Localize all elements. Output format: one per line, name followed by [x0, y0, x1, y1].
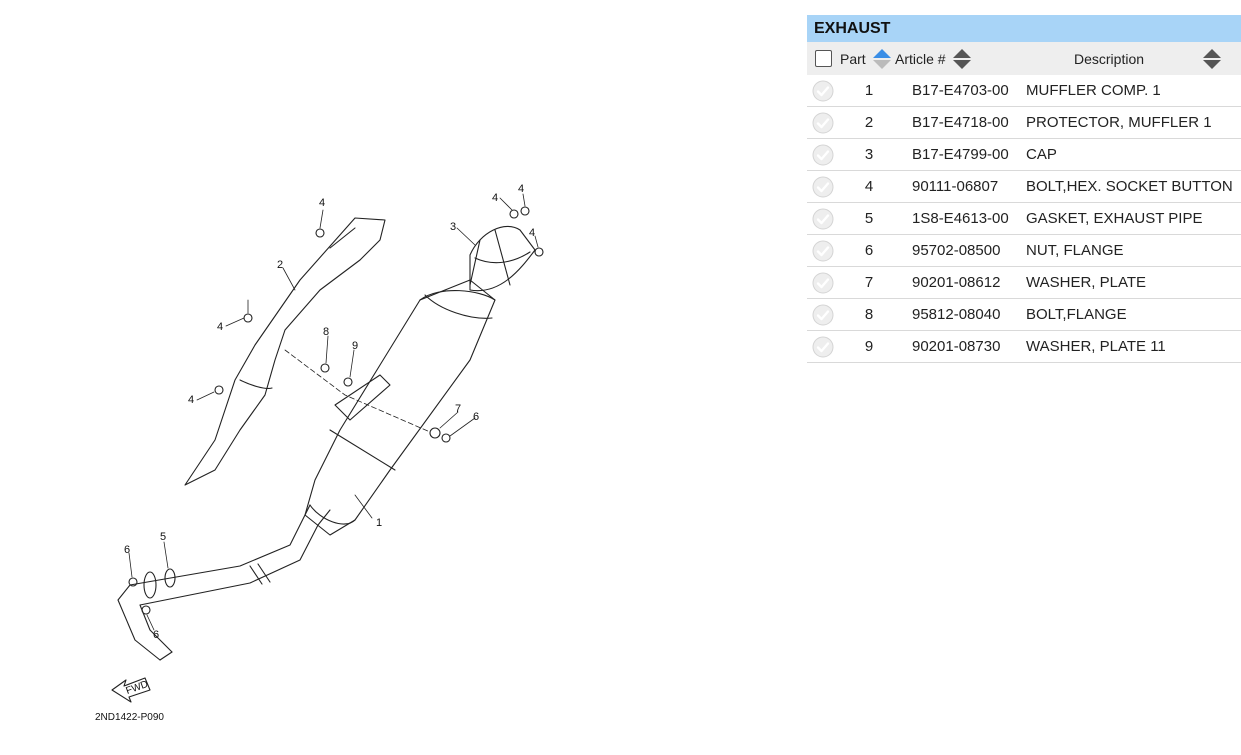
callout-2: 2 — [277, 259, 283, 271]
fwd-arrow — [111, 677, 151, 703]
callout-4c: 4 — [188, 394, 194, 406]
callout-4e: 4 — [518, 183, 524, 195]
article-number: 95812-08040 — [912, 306, 1001, 323]
table-row[interactable]: 9 90201-08730 WASHER, PLATE 11 — [807, 331, 1241, 363]
callout-4b: 4 — [217, 321, 223, 333]
select-all-checkbox[interactable] — [814, 50, 832, 67]
diagram-callouts: 1 2 3 4 4 4 4 4 4 5 6 6 6 7 8 9 — [124, 183, 535, 641]
callout-8: 8 — [323, 326, 329, 338]
sort-icon[interactable] — [1202, 48, 1222, 70]
table-row[interactable]: 1 B17-E4703-00 MUFFLER COMP. 1 — [807, 75, 1241, 107]
callout-7: 7 — [455, 403, 461, 415]
callout-5: 5 — [160, 531, 166, 543]
part-description: GASKET, EXHAUST PIPE — [1026, 210, 1203, 227]
parts-table: EXHAUST Part Article # Description — [807, 15, 1241, 363]
table-row[interactable]: 6 95702-08500 NUT, FLANGE — [807, 235, 1241, 267]
part-number: 7 — [864, 274, 874, 291]
muffler-body — [304, 279, 496, 536]
callout-4a: 4 — [319, 197, 325, 209]
article-number: 90111-06807 — [912, 178, 999, 195]
callout-1: 1 — [376, 517, 382, 529]
article-number: B17-E4799-00 — [912, 146, 1009, 163]
section-title: EXHAUST — [807, 15, 1241, 42]
checkmark-icon[interactable] — [812, 144, 834, 166]
article-column-header[interactable]: Article # — [895, 48, 1024, 70]
callout-6b: 6 — [473, 411, 479, 423]
sort-active-icon[interactable] — [872, 48, 892, 70]
checkmark-icon[interactable] — [812, 208, 834, 230]
mount-bracket — [334, 374, 391, 421]
part-description: NUT, FLANGE — [1026, 242, 1124, 259]
checkmark-icon[interactable] — [812, 304, 834, 326]
table-row[interactable]: 4 90111-06807 BOLT,HEX. SOCKET BUTTON — [807, 171, 1241, 203]
table-row[interactable]: 8 95812-08040 BOLT,FLANGE — [807, 299, 1241, 331]
article-number: 95702-08500 — [912, 242, 1001, 259]
table-row[interactable]: 7 90201-08612 WASHER, PLATE — [807, 267, 1241, 299]
part-number: 2 — [864, 114, 874, 131]
callout-6a: 6 — [124, 544, 130, 556]
part-description: MUFFLER COMP. 1 — [1026, 82, 1161, 99]
table-body: 1 B17-E4703-00 MUFFLER COMP. 1 2 B17-E47… — [807, 75, 1241, 363]
checkmark-icon[interactable] — [812, 80, 834, 102]
diagram-code: 2ND1422-P090 — [95, 712, 164, 723]
callout-4d: 4 — [492, 192, 498, 204]
exhaust-exploded-view: 1 2 3 4 4 4 4 4 4 5 6 6 6 7 8 9 FWD 2ND1… — [95, 183, 544, 723]
checkmark-icon[interactable] — [812, 112, 834, 134]
table-row[interactable]: 5 1S8-E4613-00 GASKET, EXHAUST PIPE — [807, 203, 1241, 235]
part-number: 8 — [864, 306, 874, 323]
table-row[interactable]: 3 B17-E4799-00 CAP — [807, 139, 1241, 171]
exhaust-pipe-outline-a — [117, 504, 311, 661]
callout-6c: 6 — [153, 629, 159, 641]
part-number: 3 — [864, 146, 874, 163]
callout-3: 3 — [450, 221, 456, 233]
table-header: Part Article # Description — [807, 42, 1241, 75]
muffler-protector — [184, 217, 386, 486]
article-number: 90201-08730 — [912, 338, 1001, 355]
checkmark-icon[interactable] — [812, 272, 834, 294]
part-column-header[interactable]: Part — [839, 48, 905, 70]
article-number: 90201-08612 — [912, 274, 1001, 291]
checkmark-icon[interactable] — [812, 176, 834, 198]
part-description: WASHER, PLATE — [1026, 274, 1147, 291]
table-row[interactable]: 2 B17-E4718-00 PROTECTOR, MUFFLER 1 — [807, 107, 1241, 139]
parts-diagram: 1 2 3 4 4 4 4 4 4 5 6 6 6 7 8 9 FWD 2ND1… — [95, 183, 544, 723]
part-number: 1 — [864, 82, 874, 99]
article-header-label: Article # — [895, 50, 946, 67]
article-number: B17-E4718-00 — [912, 114, 1009, 131]
part-number: 5 — [864, 210, 874, 227]
part-number: 6 — [864, 242, 874, 259]
callout-4f: 4 — [529, 227, 535, 239]
description-header-label: Description — [1074, 50, 1145, 67]
exhaust-pipe-outline-b — [139, 509, 331, 653]
part-description: BOLT,HEX. SOCKET BUTTON — [1026, 178, 1233, 195]
sort-icon[interactable] — [952, 48, 972, 70]
description-column-header[interactable]: Description — [1024, 48, 1241, 70]
part-description: WASHER, PLATE 11 — [1026, 338, 1166, 355]
part-description: CAP — [1026, 146, 1057, 163]
part-description: PROTECTOR, MUFFLER 1 — [1026, 114, 1212, 131]
checkmark-icon[interactable] — [812, 240, 834, 262]
callout-9: 9 — [352, 340, 358, 352]
part-description: BOLT,FLANGE — [1026, 306, 1127, 323]
part-header-label: Part — [840, 50, 866, 67]
checkmark-icon[interactable] — [812, 336, 834, 358]
part-number: 4 — [864, 178, 874, 195]
part-number: 9 — [864, 338, 874, 355]
article-number: B17-E4703-00 — [912, 82, 1009, 99]
article-number: 1S8-E4613-00 — [912, 210, 1009, 227]
